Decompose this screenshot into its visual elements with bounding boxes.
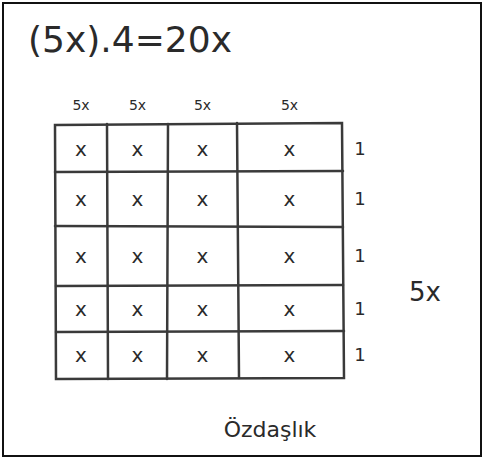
frame [3, 3, 481, 456]
table-cell: x [75, 245, 87, 267]
table-cell: x [284, 298, 296, 320]
table-cell: x [197, 245, 209, 267]
row-tick: 1 [354, 345, 365, 365]
table-cell: x [132, 188, 144, 210]
row-tick: 1 [354, 246, 365, 266]
row-total: 5x [409, 278, 441, 307]
table-cell: x [284, 188, 296, 210]
row-tick: 1 [354, 299, 365, 319]
table-cell: x [197, 188, 209, 210]
table-cell: x [284, 245, 296, 267]
caption-note: Özdaşlık [224, 418, 317, 442]
column-header: 5x [129, 98, 146, 113]
table-cell: x [197, 298, 209, 320]
column-header: 5x [72, 98, 89, 113]
table-cell: x [75, 138, 87, 160]
table-cell: x [75, 188, 87, 210]
column-header: 5x [281, 98, 298, 113]
table-cell: x [132, 344, 144, 366]
table-cell: x [132, 298, 144, 320]
row-tick: 1 [354, 189, 365, 209]
table-cell: x [132, 245, 144, 267]
table-cell: x [197, 344, 209, 366]
table-cell: x [132, 138, 144, 160]
table-cell: x [284, 138, 296, 160]
table-cell: x [75, 298, 87, 320]
equation-title: (5x).4=20x [28, 20, 232, 60]
column-header: 5x [194, 98, 211, 113]
table-cell: x [284, 344, 296, 366]
grid-lines [55, 123, 344, 379]
table-cell: x [75, 344, 87, 366]
table-cell: x [197, 138, 209, 160]
row-tick: 1 [354, 139, 365, 159]
